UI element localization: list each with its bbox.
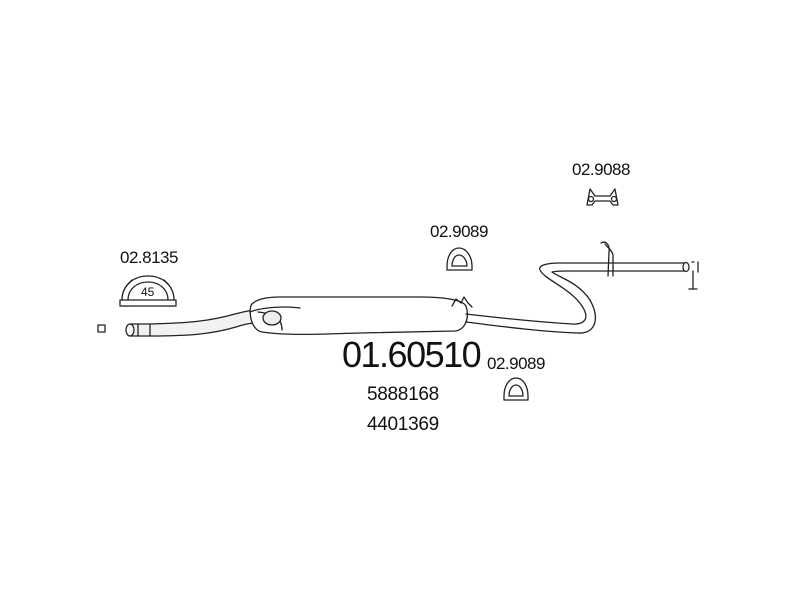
front-pipe [125,309,269,337]
oe-number-1: 5888168 [367,384,439,405]
hanger-part-number: 02.9088 [572,160,630,179]
ring-part-number-upper: 02.9089 [430,222,488,241]
ring-part-number-lower: 02.9089 [487,354,545,373]
clamp-part-number: 02.8135 [120,248,178,267]
silencer-body [249,296,473,336]
oe-number-2: 4401369 [367,414,439,435]
rubber-hanger-icon [586,188,619,206]
clamp-icon [119,275,177,307]
clamp-size-label: 45 [141,285,155,299]
front-end-marker [97,324,106,333]
rubber-ring-lower-icon [503,377,529,401]
rubber-ring-upper-icon [446,247,473,271]
main-part-number: 01.60510 [342,334,482,375]
rear-pipe [465,241,699,334]
